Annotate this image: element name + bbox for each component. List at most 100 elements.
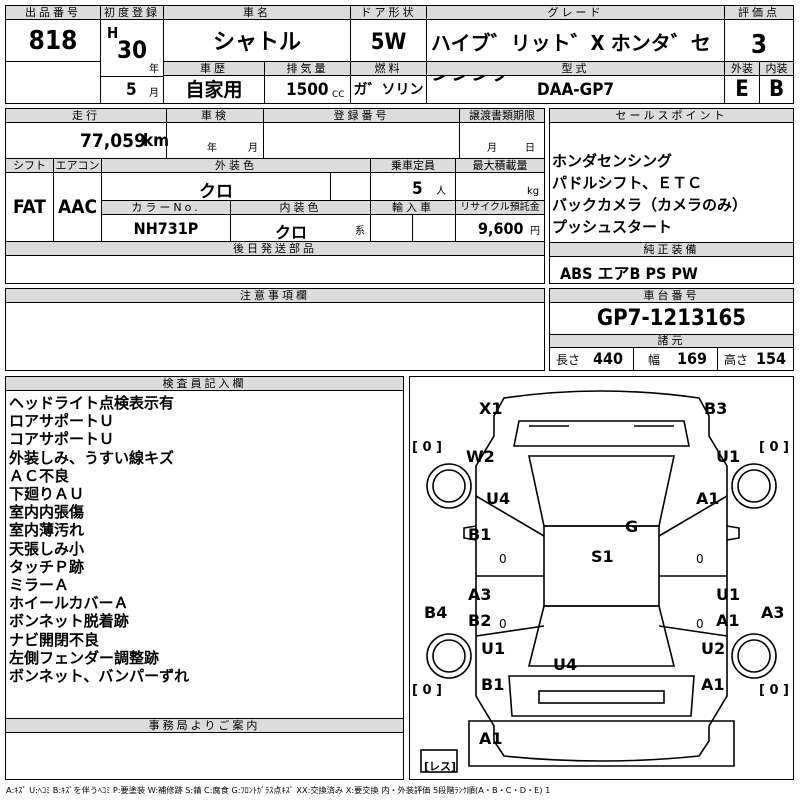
max-load-label: 最大積載量 [456, 159, 544, 173]
car-diagram [420, 390, 777, 773]
capacity-label: 乗車定員 [371, 159, 455, 173]
inspector-box [5, 376, 404, 719]
tire-fl: [ 0 ] [412, 440, 442, 455]
damage-mark: U1 [716, 447, 741, 466]
inspector-label: 検査員記入欄 [6, 377, 403, 391]
door-value: 5W [370, 30, 407, 55]
damage-mark: B2 [468, 611, 492, 630]
exterior-value: E [735, 77, 749, 102]
width-label: 幅 [648, 353, 661, 367]
later-parts-label: 後日発送部品 [6, 242, 544, 256]
tire-rr: [ 0 ] [759, 683, 789, 698]
sales-points-label: セールスポイント [550, 109, 793, 123]
damage-mark: U2 [701, 639, 726, 658]
int-color-unit: 系 [355, 226, 365, 237]
note-line: 下廻りＡＵ [9, 485, 85, 504]
sales-point-item: バックカメラ（カメラのみ） [552, 196, 748, 214]
inspection-month-unit: 月 [248, 143, 258, 154]
model-value: DAA-GP7 [536, 80, 615, 100]
equipment-label: 純正装備 [550, 243, 793, 257]
int-color-label: 内装色 [231, 201, 370, 215]
door-label: ドア形状 [351, 6, 426, 20]
note-line: ロアサポートＵ [9, 412, 115, 431]
lot-number: 818 [28, 26, 78, 56]
import-label: 輸入車 [371, 201, 455, 215]
era-letter: H [107, 24, 119, 42]
length-label: 長さ [556, 353, 581, 367]
note-line: 天張しみ小 [9, 539, 85, 558]
shift-value: FAT [13, 196, 46, 218]
ext-color-label: 外装色 [102, 159, 370, 173]
color-no-label: カラーNo. [102, 201, 230, 215]
recycle-label: リサイクル預託金 [456, 201, 544, 215]
plate-label: 登録番号 [264, 109, 459, 123]
inspector-notes: ヘッドライト点検表示有 ロアサポートＵ コアサポートＵ 外装しみ、うすい線キズ … [9, 394, 189, 685]
legend-text: A:ｷｽﾞ U:ﾍｺﾐ B:ｷｽﾞを伴うﾍｺﾐ P:要塗装 W:補修跡 S:錆 … [6, 785, 551, 795]
year-value: 30 [117, 36, 148, 64]
dimensions-label: 諸元 [550, 335, 793, 348]
ext-color-value: クロ [199, 182, 233, 202]
exterior-label: 外装 [725, 62, 759, 76]
equipment-value: ABS エアB PS PW [560, 264, 698, 283]
inspection-year-unit: 年 [207, 143, 217, 154]
damage-mark: B4 [424, 603, 448, 622]
length-value: 440 [593, 349, 624, 368]
damage-mark: A1 [479, 729, 503, 748]
ac-value: AAC [57, 196, 97, 218]
mileage-unit: km [143, 131, 170, 151]
first-reg-label: 初度登録 [101, 6, 163, 20]
score-value: 3 [750, 30, 768, 60]
note-line: ボンネット、バンパーずれ [9, 667, 190, 686]
int-color-value: クロ [274, 223, 307, 242]
damage-mark: 0 [499, 617, 507, 631]
sales-points-list: ホンダセンシング パドルシフト、ＥＴＣ バックカメラ（カメラのみ） プッシュスタ… [552, 150, 747, 238]
damage-diagram-box [409, 376, 794, 780]
interior-label: 内装 [760, 62, 793, 76]
displacement-label: 排気量 [265, 62, 350, 76]
mileage-value: 77,059 [80, 130, 146, 152]
note-line: ナビ開閉不良 [9, 630, 100, 649]
damage-mark: U4 [553, 655, 578, 674]
damage-mark: 0 [499, 552, 507, 566]
color-no-value: NH731P [133, 219, 199, 238]
damage-mark: A1 [696, 489, 720, 508]
office-label: 事務局よりご案内 [6, 719, 403, 733]
grade-label: グレード [427, 6, 724, 20]
damage-mark: S1 [591, 547, 614, 566]
damage-mark: 0 [696, 617, 704, 631]
displacement-unit: CC [332, 90, 345, 100]
transfer-label: 譲渡書類期限 [460, 109, 544, 123]
caution-label: 注意事項欄 [6, 289, 544, 303]
fuel-value: ガ゛ソリン [353, 82, 424, 98]
header-table [5, 5, 794, 104]
damage-mark: A1 [716, 611, 740, 630]
damage-mark: A3 [468, 585, 492, 604]
recycle-value: 9,600 [478, 219, 524, 238]
lot-label: 出品番号 [6, 6, 100, 20]
note-line: 室内内張傷 [9, 503, 85, 522]
damage-mark: X1 [479, 399, 503, 418]
shift-label: シフト [6, 159, 53, 173]
recycle-unit: 円 [530, 226, 540, 237]
interior-value: B [768, 77, 785, 102]
chassis-label: 車台番号 [550, 289, 793, 303]
capacity-value: 5 [412, 179, 423, 199]
tire-rl: [ 0 ] [412, 683, 442, 698]
sales-point-item: ホンダセンシング [552, 152, 673, 170]
displacement-value: 1500 [286, 80, 329, 100]
note-line: 外装しみ、うすい線キズ [9, 448, 175, 467]
month-value: 5 [126, 80, 137, 100]
note-line: ミラーＡ [9, 576, 70, 595]
history-label: 車歴 [164, 62, 264, 76]
note-line: タッチＰ跡 [9, 557, 85, 576]
damage-mark: B3 [704, 399, 728, 418]
damage-mark: A3 [761, 603, 785, 622]
score-label: 評価点 [725, 6, 793, 20]
max-load-unit: kg [527, 186, 540, 197]
note-line: 室内薄汚れ [9, 521, 85, 540]
note-line: 左側フェンダー調整跡 [9, 648, 160, 667]
damage-mark: B1 [468, 525, 492, 544]
damage-mark: 0 [696, 552, 704, 566]
note-line: ＡＣ不良 [9, 466, 70, 485]
width-value: 169 [677, 349, 708, 368]
